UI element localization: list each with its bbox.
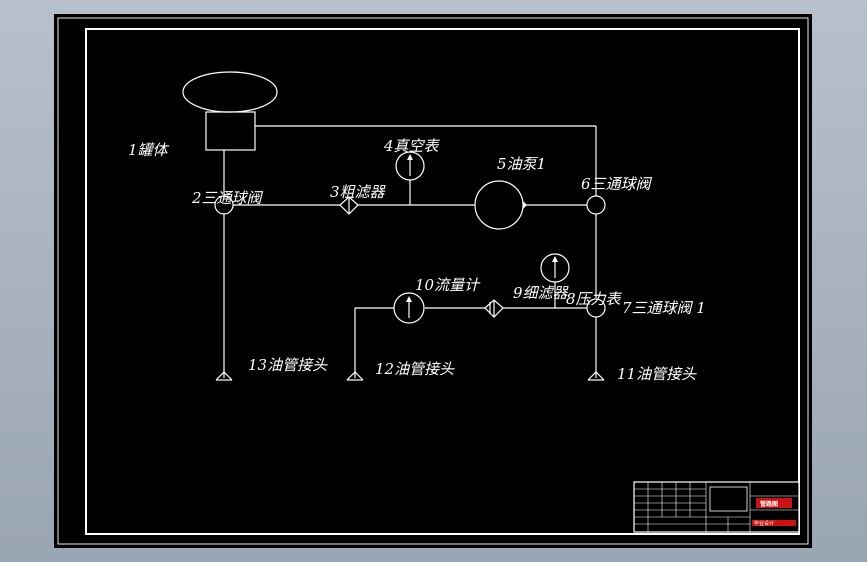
- title-block-name-field: [709, 486, 748, 512]
- connector-11-symbol: [587, 371, 605, 381]
- label-valve-7: 7三通球阀 1: [622, 299, 706, 317]
- label-strainer-3: 3粗滤器: [330, 183, 387, 201]
- title-block: 管路图 毕业设计: [633, 481, 800, 533]
- title-block-red-stamp: [756, 498, 792, 508]
- outer-frame: [57, 17, 809, 545]
- pump-direction-arrow: [523, 201, 527, 209]
- title-block-stamp: 毕业设计: [754, 520, 774, 527]
- label-fine-filter-9: 9细滤器: [513, 284, 570, 302]
- title-block-red-bar: [752, 520, 796, 526]
- vacuum-gauge-4: [395, 151, 425, 181]
- inner-frame: [85, 28, 800, 535]
- label-pump-5: 5油泵1: [497, 155, 546, 173]
- coarse-strainer-3: [339, 196, 359, 215]
- fine-filter-9: [484, 299, 504, 318]
- pressure-gauge-arrow: [552, 256, 558, 262]
- flow-meter-arrow: [406, 296, 412, 302]
- label-flow-meter-10: 10流量计: [415, 276, 481, 294]
- label-vacuum-gauge-4: 4真空表: [383, 137, 441, 155]
- label-pressure-gauge-8: 8压力表: [566, 290, 623, 308]
- label-valve-6: 6三通球阀: [581, 175, 653, 193]
- connector-12-symbol: [346, 371, 364, 381]
- label-valve-2: 2三通球阀: [191, 189, 264, 207]
- connector-13-symbol: [215, 371, 233, 381]
- label-connector-12: 12油管接头: [375, 360, 455, 378]
- label-tank: 1罐体: [128, 141, 170, 159]
- drawing-sheet: [54, 14, 812, 548]
- vacuum-gauge-arrow: [407, 154, 413, 160]
- label-connector-11: 11油管接头: [617, 365, 697, 383]
- tank-body: [205, 111, 256, 151]
- title-block-header: 管路图: [760, 500, 778, 508]
- label-connector-13: 13油管接头: [248, 356, 328, 374]
